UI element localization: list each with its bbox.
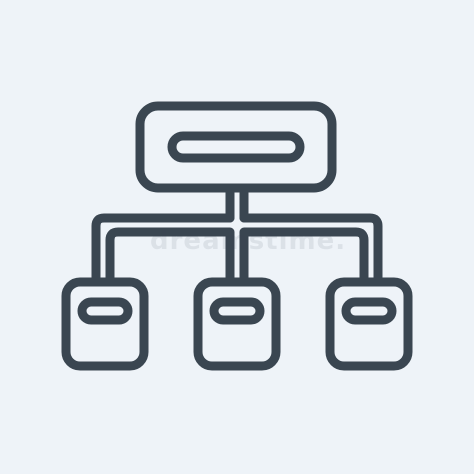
- bus-upper-line: [91, 213, 235, 287]
- top-node-bar: [167, 131, 305, 163]
- right-node-bar: [341, 297, 397, 325]
- left-node-box: [61, 277, 149, 371]
- left-node-bar: [77, 297, 133, 325]
- top-node-box: [135, 101, 337, 193]
- bus-lower-line-right: [239, 227, 369, 287]
- bus-upper-line-right: [239, 213, 383, 287]
- bus-lower-line-left: [105, 227, 235, 287]
- right-node-box: [325, 277, 413, 371]
- middle-node-bar: [209, 297, 265, 325]
- middle-node-box: [193, 277, 281, 371]
